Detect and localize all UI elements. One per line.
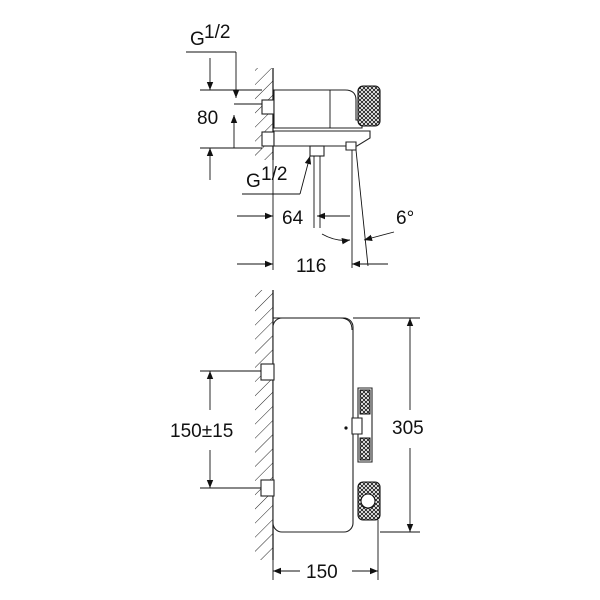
- button-dot: [344, 426, 348, 430]
- control-knob-side: [357, 85, 381, 127]
- inlet-thread-fraction: 1/2: [204, 22, 230, 43]
- angle-ref-tilted: [355, 149, 369, 267]
- outlet-thread-label: G 1/2: [242, 155, 312, 195]
- depth-dim-text: 116: [296, 256, 326, 277]
- width-dimension-150: 150: [272, 520, 379, 583]
- angle-dimension: 6°: [321, 149, 414, 268]
- temperature-knob-hub: [360, 493, 376, 509]
- angle-dim-text: 6°: [396, 208, 414, 229]
- inlet-thread-label: G 1/2: [186, 22, 240, 98]
- depth-dimension-116: 116: [237, 256, 388, 277]
- outlet-thread-fraction-value: 1/2: [261, 164, 287, 185]
- centers-dimension: 150±15: [170, 370, 261, 489]
- thermostat-body-side: [273, 89, 363, 129]
- outlet-thread-text: G: [246, 171, 261, 192]
- height305-dim-text: 305: [392, 418, 424, 439]
- inlet-thread-fraction-value: 1/2: [204, 22, 230, 43]
- wall-hatch-front: [255, 290, 273, 560]
- width150-dim-text: 150: [306, 562, 338, 583]
- lever-cap-bottom: [359, 437, 371, 461]
- front-view: 150±15 305 150: [170, 290, 424, 583]
- lever-center: [351, 417, 363, 435]
- body-back-plate: [273, 317, 353, 331]
- inlet-connector-lower: [261, 131, 275, 147]
- height-dimension-305: 305: [353, 317, 424, 533]
- centers-dim-text: 150±15: [170, 421, 233, 442]
- front-inlet-lower: [260, 479, 275, 497]
- lever-small: [345, 141, 357, 151]
- angle-arrow-right: [363, 231, 395, 242]
- outlet-leader: [299, 155, 312, 195]
- side-view: G 1/2 80 G 1/2 64: [186, 22, 414, 277]
- outlet-thread-fraction: 1/2: [261, 164, 287, 185]
- lever-cap-top: [359, 389, 371, 415]
- inlet-thread-text: G: [190, 29, 205, 50]
- angle-arc-left: [321, 233, 351, 245]
- outlet-offset-dimension-64: 64: [237, 160, 350, 270]
- outlet-spout: [309, 145, 325, 157]
- front-inlet-upper: [260, 363, 275, 381]
- thermostat-body-front: [272, 317, 354, 533]
- height-dim-text: 80: [197, 108, 218, 129]
- inlet-connector-upper: [261, 99, 275, 115]
- offset-dim-text: 64: [282, 208, 304, 229]
- height-dimension-80: 80: [197, 58, 262, 180]
